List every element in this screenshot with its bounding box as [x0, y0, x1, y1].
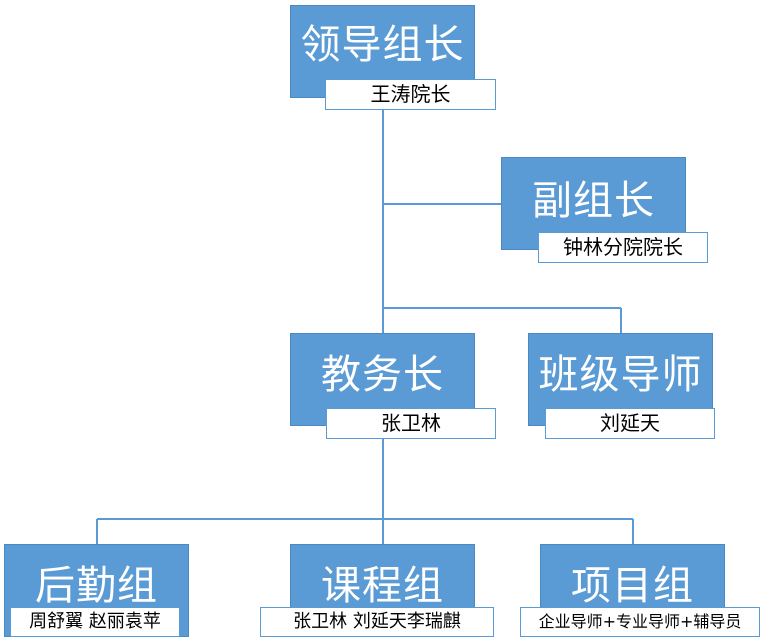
node-project-name: 企业导师+专业导师+辅导员	[520, 607, 760, 637]
node-class-mentor-title: 班级导师	[538, 352, 703, 398]
node-logistics-name: 周舒翼 赵丽袁苹	[10, 607, 180, 637]
node-deputy-name: 钟林分院院长	[538, 232, 708, 263]
node-deputy-title: 副组长	[532, 178, 655, 224]
node-dean-title: 教务长	[321, 352, 444, 398]
node-logistics-title: 后勤组	[35, 563, 158, 609]
node-leader-title: 领导组长	[300, 22, 465, 68]
node-leader-name: 王涛院长	[325, 79, 496, 110]
node-course-title: 课程组	[321, 563, 444, 609]
node-project-title: 项目组	[571, 563, 694, 609]
node-class-mentor-name: 刘延天	[545, 408, 715, 439]
node-dean-name: 张卫林	[326, 408, 496, 439]
node-course-name: 张卫林 刘延天李瑞麒	[260, 607, 494, 637]
